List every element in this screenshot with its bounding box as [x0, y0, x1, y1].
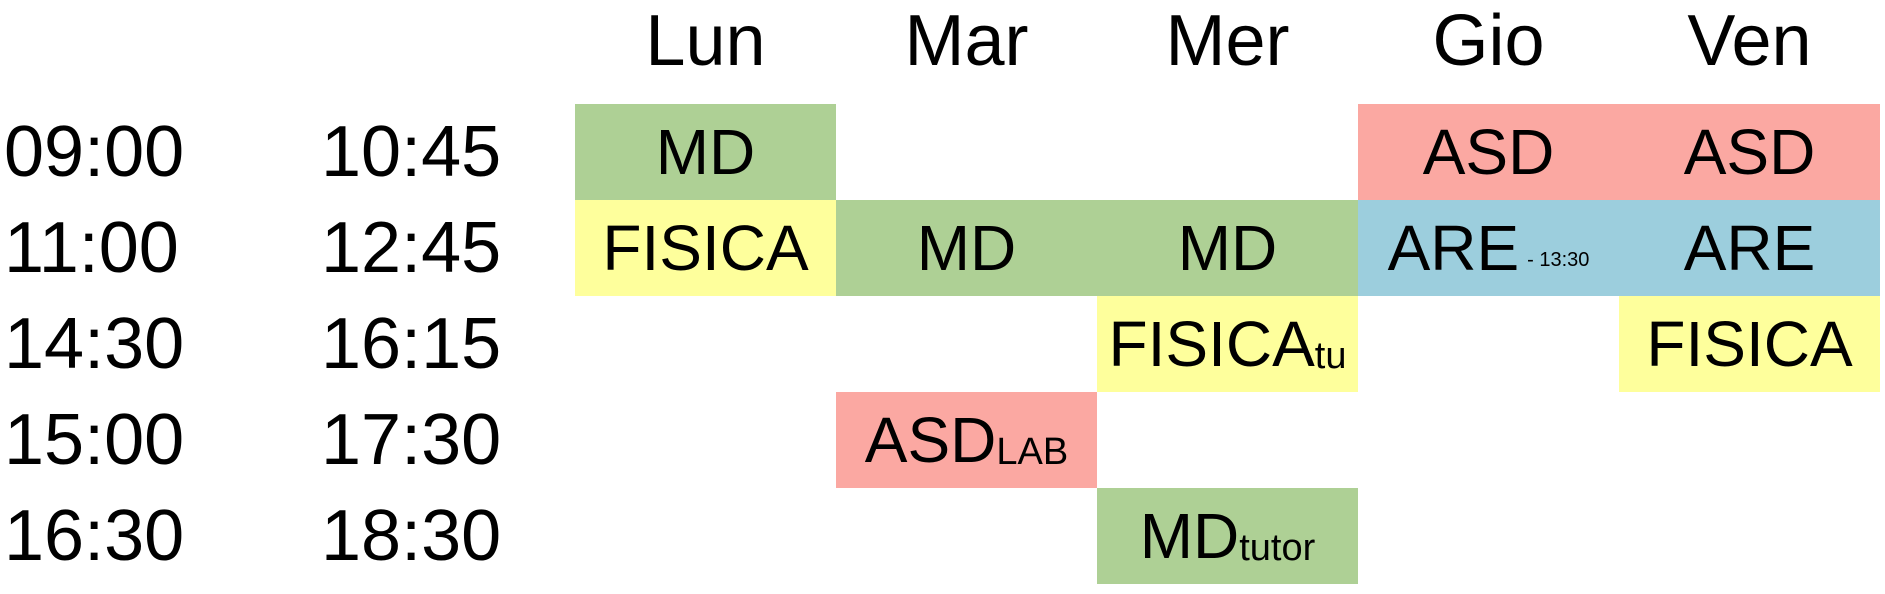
- course-label: FISICA: [1108, 308, 1315, 380]
- slot-end-time: 12:45: [321, 208, 502, 288]
- slot-end-time: 16:15: [321, 304, 502, 384]
- course-label: ASD: [864, 404, 997, 476]
- course-label: ARE: [1387, 212, 1520, 284]
- slot-start-time: 11:00: [4, 208, 179, 288]
- course-label: MD: [1139, 500, 1240, 572]
- course-label: ASD: [1683, 116, 1816, 188]
- schedule-cell-ven-3: FISICA: [1619, 296, 1880, 392]
- slot-end-time: 10:45: [321, 112, 502, 192]
- slot-start-time: 09:00: [4, 112, 185, 192]
- schedule-cell-gio-2: ARE - 13:30: [1358, 200, 1619, 296]
- course-sub-label: tutor: [1239, 526, 1316, 569]
- course-label: MD: [655, 116, 756, 188]
- day-header-ven: Ven: [1687, 1, 1812, 81]
- schedule-cell-mer-2: MD: [1097, 200, 1358, 296]
- course-sub-label: LAB: [996, 430, 1069, 473]
- slot-end-time: 18:30: [321, 496, 502, 576]
- course-label: FISICA: [602, 212, 809, 284]
- course-label: MD: [1177, 212, 1278, 284]
- slot-end-time: 17:30: [321, 400, 502, 480]
- course-sub-label: tu: [1314, 334, 1347, 377]
- course-label: FISICA: [1646, 308, 1853, 380]
- course-label: ASD: [1422, 116, 1555, 188]
- course-label: ARE: [1683, 212, 1816, 284]
- schedule-cell-mar-2: MD: [836, 200, 1097, 296]
- schedule-cell-lun-2: FISICA: [575, 200, 836, 296]
- schedule-cell-lun-1: MD: [575, 104, 836, 200]
- course-label: MD: [916, 212, 1017, 284]
- course-note: - 13:30: [1527, 248, 1590, 271]
- day-header-gio: Gio: [1432, 1, 1545, 81]
- schedule-cell-ven-2: ARE: [1619, 200, 1880, 296]
- day-header-mer: Mer: [1165, 1, 1290, 81]
- schedule-cell-gio-1: ASD: [1358, 104, 1619, 200]
- slot-start-time: 14:30: [4, 304, 185, 384]
- day-header-mar: Mar: [904, 1, 1029, 81]
- slot-start-time: 15:00: [4, 400, 185, 480]
- day-header-lun: Lun: [645, 1, 766, 81]
- schedule-cell-ven-1: ASD: [1619, 104, 1880, 200]
- slot-start-time: 16:30: [4, 496, 185, 576]
